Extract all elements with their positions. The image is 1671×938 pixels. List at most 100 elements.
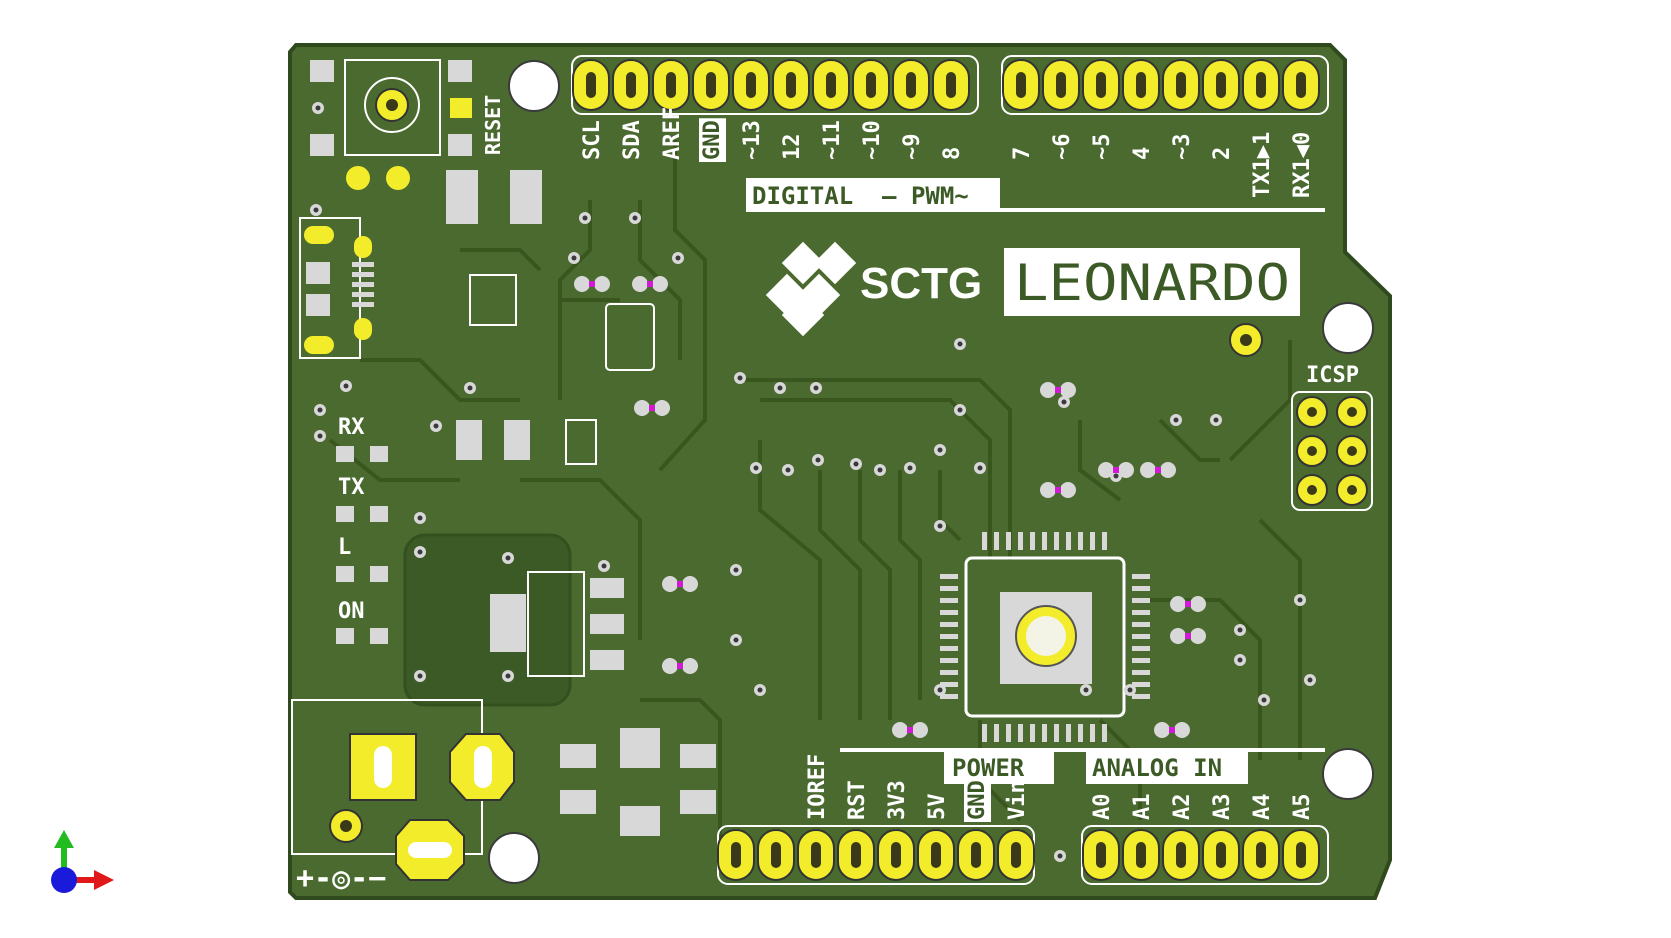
- digital-pin-5[interactable]: [772, 59, 810, 111]
- power-header-label: POWER: [952, 754, 1025, 782]
- svg-text:~10: ~10: [860, 120, 885, 160]
- analog-pin-0[interactable]: [1082, 829, 1120, 881]
- svg-text:~6: ~6: [1050, 134, 1075, 161]
- digital-pin-label: ~3: [1170, 134, 1195, 161]
- svg-text:A3: A3: [1210, 794, 1235, 821]
- digital-header: [571, 55, 1329, 115]
- analog-pin-label: A1: [1130, 794, 1155, 821]
- svg-text:A4: A4: [1250, 794, 1275, 821]
- icsp-header[interactable]: [1291, 391, 1373, 511]
- digital-pin-label: ~6: [1050, 134, 1075, 161]
- digital-pin-1[interactable]: [612, 59, 650, 111]
- svg-text:TX1▶1: TX1▶1: [1250, 132, 1275, 198]
- mounting-hole-top-left: [508, 60, 560, 112]
- digital-pin-13[interactable]: [1122, 59, 1160, 111]
- led-tx-label: TX: [338, 475, 365, 500]
- dc-jack-polarity-label: +-◎-−: [296, 861, 386, 896]
- analog-label-box: [1086, 750, 1248, 784]
- analog-pin-4[interactable]: [1242, 829, 1280, 881]
- dc-power-jack[interactable]: [291, 699, 515, 881]
- digital-pin-0[interactable]: [572, 59, 610, 111]
- digital-pin-2[interactable]: [652, 59, 690, 111]
- analog-pin-3[interactable]: [1202, 829, 1240, 881]
- digital-pin-6[interactable]: [812, 59, 850, 111]
- digital-pin-11[interactable]: [1042, 59, 1080, 111]
- reset-label: RESET: [481, 95, 505, 155]
- analog-pin-1[interactable]: [1122, 829, 1160, 881]
- power-pin-7[interactable]: [997, 829, 1035, 881]
- svg-text:5V: 5V: [925, 794, 950, 821]
- digital-pin-label: 12: [780, 134, 805, 161]
- svg-text:RX1◀0: RX1◀0: [1290, 132, 1315, 198]
- power-pin-0[interactable]: [717, 829, 755, 881]
- svg-text:~13: ~13: [740, 120, 765, 160]
- power-pin-6[interactable]: [957, 829, 995, 881]
- digital-pin-17[interactable]: [1282, 59, 1320, 111]
- 3d-axis-icon: [51, 830, 114, 893]
- digital-pin-label: 7: [1010, 147, 1035, 160]
- digital-pin-label: ~11: [820, 120, 845, 160]
- svg-text:A0: A0: [1090, 794, 1115, 821]
- power-pin-3[interactable]: [837, 829, 875, 881]
- brand-text: SCTG: [860, 259, 982, 308]
- icsp-label: ICSP: [1306, 363, 1359, 388]
- svg-text:SCL: SCL: [580, 120, 605, 160]
- power-pin-4[interactable]: [877, 829, 915, 881]
- digital-pin-label: RX1◀0: [1290, 132, 1315, 198]
- digital-pin-label: GND: [699, 118, 726, 162]
- analog-pin-2[interactable]: [1162, 829, 1200, 881]
- vias: [310, 102, 1316, 862]
- power-pin-label: GND: [964, 778, 991, 822]
- svg-text:RST: RST: [845, 780, 870, 820]
- mounting-hole-right-top: [1322, 302, 1374, 354]
- digital-pin-label: ~13: [740, 120, 765, 160]
- led-on-label: ON: [338, 599, 365, 624]
- digital-pin-4[interactable]: [732, 59, 770, 111]
- digital-pin-9[interactable]: [932, 59, 970, 111]
- power-pin-labels: IOREF RST 3V3 5V GND Vin: [805, 754, 1030, 822]
- digital-pin-3[interactable]: [692, 59, 730, 111]
- svg-text:3V3: 3V3: [885, 780, 910, 820]
- analog-pin-5[interactable]: [1282, 829, 1320, 881]
- analog-pin-label: A3: [1210, 794, 1235, 821]
- digital-pin-14[interactable]: [1162, 59, 1200, 111]
- digital-pin-label: 8: [940, 147, 965, 160]
- power-pin-label: IOREF: [805, 754, 830, 820]
- digital-pin-16[interactable]: [1242, 59, 1280, 111]
- svg-text:~9: ~9: [900, 134, 925, 161]
- svg-text:GND: GND: [700, 120, 725, 160]
- svg-text:~11: ~11: [820, 120, 845, 160]
- power-pin-label: 3V3: [885, 780, 910, 820]
- svg-text:A5: A5: [1290, 794, 1315, 821]
- power-pin-label: Vin: [1005, 780, 1030, 820]
- digital-pin-12[interactable]: [1082, 59, 1120, 111]
- regulator-copper-pour: [403, 533, 572, 707]
- reset-button[interactable]: [310, 59, 472, 156]
- led-l-label: L: [338, 535, 351, 560]
- digital-pin-label: 4: [1130, 147, 1155, 160]
- digital-pin-15[interactable]: [1202, 59, 1240, 111]
- led-pads: [336, 446, 388, 644]
- digital-pin-7[interactable]: [852, 59, 890, 111]
- digital-pin-label: AREF: [660, 107, 685, 160]
- power-pin-5[interactable]: [917, 829, 955, 881]
- analog-pin-label: A4: [1250, 794, 1275, 821]
- mounting-hole-bottom-left: [488, 832, 540, 884]
- digital-pin-label: ~9: [900, 134, 925, 161]
- digital-pin-label: ~10: [860, 120, 885, 160]
- usb-components: [299, 166, 655, 465]
- input-diode: [560, 728, 716, 836]
- analog-pin-label: A0: [1090, 794, 1115, 821]
- svg-text:IOREF: IOREF: [805, 754, 830, 820]
- digital-pin-10[interactable]: [1002, 59, 1040, 111]
- digital-pin-label: ~5: [1090, 134, 1115, 161]
- mounting-hole-right-bottom: [1322, 748, 1374, 800]
- name-plate: [1004, 248, 1300, 316]
- svg-text:~5: ~5: [1090, 134, 1115, 161]
- power-label-box: [944, 750, 1054, 784]
- digital-pin-8[interactable]: [892, 59, 930, 111]
- power-pin-2[interactable]: [797, 829, 835, 881]
- power-pin-1[interactable]: [757, 829, 795, 881]
